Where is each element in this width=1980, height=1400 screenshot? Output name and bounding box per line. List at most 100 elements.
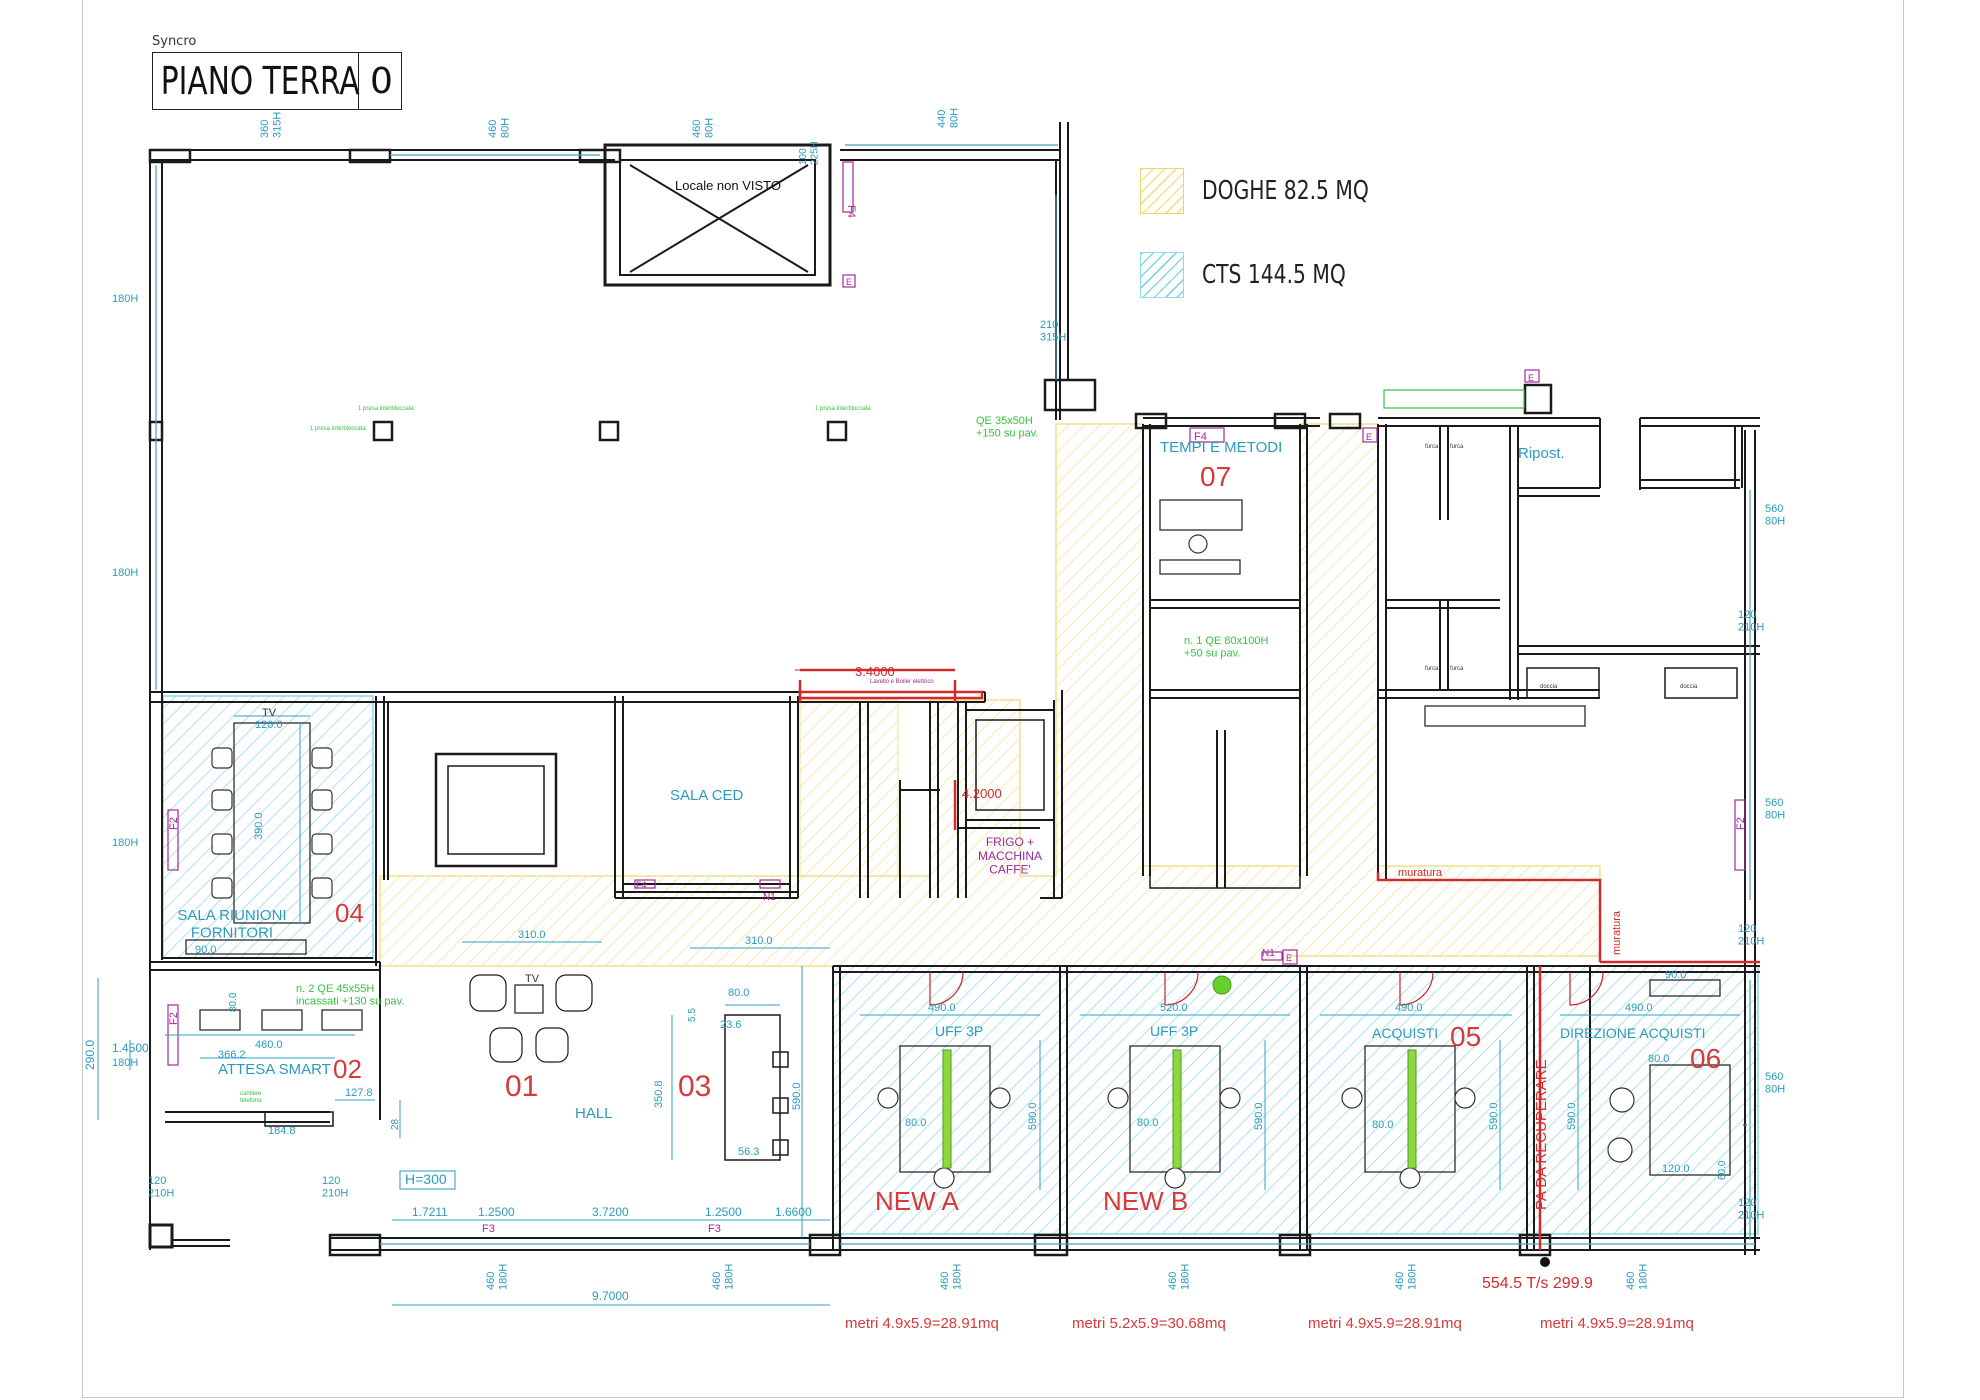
sala-riunioni-number: 04 <box>335 898 364 928</box>
dim-520-b: 520.0 <box>1160 1002 1188 1014</box>
dim-1-6600: 1.6600 <box>775 1205 812 1219</box>
legend-item-doghe: DOGHE 82.5 MQ <box>1140 168 1416 214</box>
tag-f2-attesa: F2 <box>168 1012 180 1025</box>
acquisti-label: ACQUISTI <box>1372 1025 1438 1041</box>
equipment-tags <box>167 161 1746 1066</box>
tag-e-wc: E <box>1528 373 1534 383</box>
hall-number: 01 <box>505 1070 538 1103</box>
dim-350-8: 350.8 <box>653 1080 665 1108</box>
dim-590-hall: 590.0 <box>791 1082 803 1110</box>
dim-460-attesa: 460.0 <box>255 1039 283 1051</box>
dim-3-4000: 3.4000 <box>855 664 895 679</box>
dim-120-dir: 120.0 <box>1662 1163 1690 1175</box>
win-left-4: 180H <box>112 1057 138 1069</box>
win-bot-4: 460180H <box>1167 1264 1192 1290</box>
ceiling-height: H=300 <box>405 1171 447 1187</box>
tag-furca-4: furca <box>1450 666 1464 672</box>
dim-23-6: 23.6 <box>720 1019 741 1031</box>
area-uff-a: metri 4.9x5.9=28.91mq <box>845 1315 999 1332</box>
acquisti-number: 05 <box>1450 1021 1481 1052</box>
dim-490-dir: 490.0 <box>1625 1002 1653 1014</box>
dim-1-4500: 1.4500 <box>112 1041 149 1055</box>
dim-60-dir: 60.0 <box>1717 1160 1728 1180</box>
pa-da-recuperare: PA DA RECUPERARE <box>1533 1059 1550 1210</box>
win-top-2: 46080H <box>487 118 512 138</box>
tag-e-mid: E <box>1366 432 1372 442</box>
tag-f2-right: F2 <box>1735 817 1747 830</box>
dim-590-acq: 590.0 <box>1488 1102 1500 1130</box>
tv-hall: TV <box>525 973 540 985</box>
direzione-acquisti-number: 06 <box>1690 1043 1721 1074</box>
dim-290: 290.0 <box>83 1040 97 1070</box>
dimension-lines <box>97 715 1740 1306</box>
dim-80-dir: 80.0 <box>1648 1053 1669 1065</box>
tag-e-top: E <box>846 277 852 287</box>
tag-f3-b: F3 <box>708 1223 721 1235</box>
tag-f4-mid: F4 <box>1194 431 1207 443</box>
tag-e-corr: E <box>1286 953 1292 963</box>
legend-label-cts: CTS 144.5 MQ <box>1202 260 1346 290</box>
walls <box>148 122 1760 1257</box>
win-left-2: 180H <box>112 567 138 579</box>
dim-490-acq: 490.0 <box>1395 1002 1423 1014</box>
tag-doccia-1: doccia <box>1540 684 1558 690</box>
dim-80-a: 80.0 <box>905 1117 926 1129</box>
dim-28: 28 <box>390 1118 401 1130</box>
dim-590-a: 590.0 <box>1027 1102 1039 1130</box>
presa-note-3: 1 presa interbloccata <box>815 406 871 412</box>
tag-f4-top: F4 <box>845 205 857 218</box>
brand-label: Syncro <box>152 34 197 49</box>
title-block: PIANO TERRA 0 <box>152 52 402 110</box>
muratura-vertical: muratura <box>1611 910 1623 955</box>
page-frame <box>82 0 1904 1398</box>
power-reading: 554.5 T/s 299.9 <box>1482 1275 1593 1292</box>
attesa-smart-label: ATTESA SMART <box>218 1061 331 1078</box>
area-uff-b: metri 5.2x5.9=30.68mq <box>1072 1315 1226 1332</box>
power-point <box>1540 1257 1550 1267</box>
dim-310-a: 310.0 <box>518 929 546 941</box>
tempi-metodi-label: TEMPI E METODI <box>1160 439 1282 456</box>
room-03-number: 03 <box>678 1070 711 1103</box>
tag-n1-ced: N1 <box>763 892 776 903</box>
legend-swatch-cts <box>1140 252 1184 298</box>
win-top-4: 100225H <box>798 141 821 165</box>
tag-n1-corr: N1 <box>1262 948 1275 959</box>
doghe-zone <box>379 423 1601 967</box>
dim-3-7200: 3.7200 <box>592 1205 629 1219</box>
win-top-5: 44080H <box>936 108 961 128</box>
windows <box>155 144 1755 1245</box>
tag-doccia-2: doccia <box>1680 684 1698 690</box>
tag-furca-1: furca <box>1425 444 1439 450</box>
dim-120-sala: 120.0 <box>255 719 283 731</box>
dim-80-attesa: 80.0 <box>228 992 239 1012</box>
tag-f3-a: F3 <box>482 1223 495 1235</box>
dim-4-2000: 4.2000 <box>962 786 1002 801</box>
win-bot-5: 460180H <box>1394 1264 1419 1290</box>
dim-390: 390.0 <box>253 812 265 840</box>
dim-590-dir: 590.0 <box>1566 1102 1578 1130</box>
tag-furca-2: furca <box>1450 444 1464 450</box>
dim-1-2500-b: 1.2500 <box>705 1205 742 1219</box>
area-acquisti: metri 4.9x5.9=28.91mq <box>1308 1315 1462 1332</box>
qe-80x100-note: n. 1 QE 80x100H+50 su pav. <box>1184 635 1268 660</box>
cts-zone <box>162 695 1759 1235</box>
tag-f4-ced: F4 <box>636 880 647 890</box>
legend-item-cts: CTS 144.5 MQ <box>1140 252 1386 298</box>
tag-f2-sala: F2 <box>168 817 180 830</box>
page-title: PIANO TERRA <box>160 59 360 103</box>
desk-dividers <box>942 975 1417 1169</box>
dim-184-8: 184.8 <box>268 1125 296 1137</box>
locale-non-visto-label: Locale non VISTO <box>675 178 781 193</box>
